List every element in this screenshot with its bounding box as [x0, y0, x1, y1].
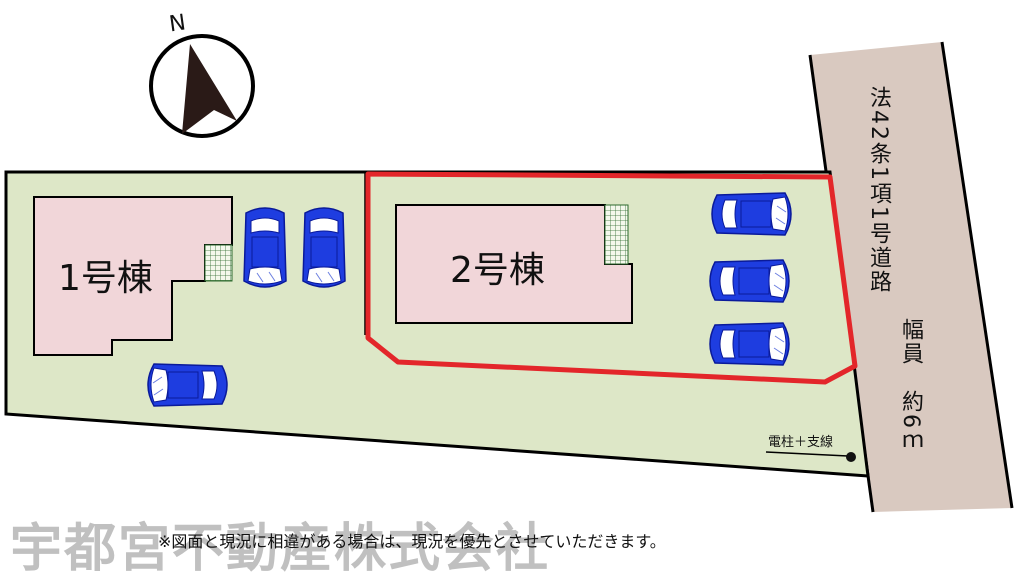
car-parking-1a: [243, 207, 287, 288]
company-watermark: 宇都宮不動産株式会社: [10, 519, 551, 579]
building-1: [33, 196, 233, 356]
north-arrow-icon: N: [149, 10, 255, 138]
building-1-deck: [204, 244, 233, 282]
car-parking-2c: [709, 322, 790, 366]
building-1-label: 1号棟: [58, 258, 153, 299]
car-parking-2b: [709, 259, 790, 303]
utility-pole-label: 電柱＋支線: [768, 435, 834, 450]
car-parking-1b: [302, 207, 346, 288]
lot2-highlight-outline: [365, 171, 858, 385]
road: [810, 42, 1012, 512]
road-edge-right: [940, 41, 1014, 509]
utility-pole-icon: [846, 452, 856, 462]
disclaimer-note: ※図面と現況に相違がある場合は、現況を優先とさせていただきます。: [158, 532, 666, 551]
building-2-label: 2号棟: [450, 250, 545, 291]
car-parking-1c: [147, 363, 228, 407]
building-2-deck: [604, 204, 629, 265]
compass-north-label: N: [168, 10, 188, 37]
utility-pole-leader: [765, 451, 849, 457]
car-parking-2a: [711, 192, 792, 236]
road-label-line2: 幅員 約6ｍ: [898, 318, 923, 454]
road-label-line1: 法42条1項1号道路: [866, 86, 891, 294]
